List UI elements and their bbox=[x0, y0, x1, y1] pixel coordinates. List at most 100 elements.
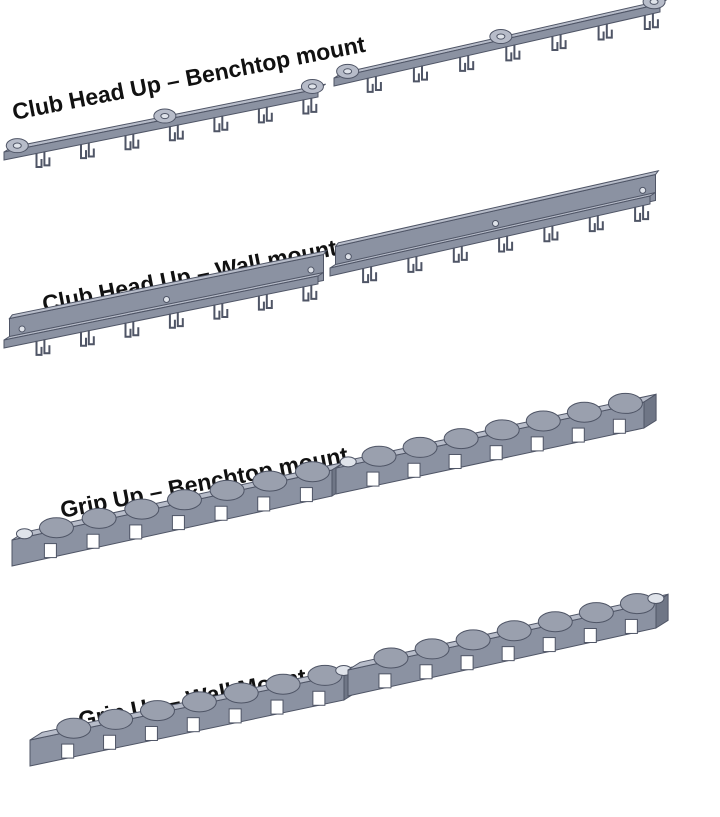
slot-opening bbox=[257, 496, 271, 512]
slot-opening bbox=[501, 646, 515, 662]
screw-hole bbox=[344, 253, 352, 261]
slot-opening bbox=[542, 637, 556, 653]
slot-opening bbox=[144, 725, 158, 741]
hook bbox=[132, 133, 140, 149]
hook bbox=[168, 126, 176, 142]
grip-slot bbox=[98, 708, 134, 730]
hook bbox=[302, 286, 310, 302]
rack-segment-right bbox=[335, 392, 657, 495]
slot-opening bbox=[299, 487, 313, 503]
rack-segment-left bbox=[3, 78, 326, 168]
section-grip-up-benchtop: Grip Up – Benchtop mount bbox=[11, 392, 657, 567]
mount-hole bbox=[496, 33, 506, 40]
hook bbox=[412, 67, 420, 83]
hook bbox=[221, 303, 229, 318]
screw-hole bbox=[307, 266, 315, 274]
hook bbox=[310, 97, 318, 113]
rack-segment-left bbox=[29, 664, 357, 767]
hook bbox=[506, 235, 514, 251]
grip-slot bbox=[578, 602, 614, 624]
grip-slot bbox=[525, 410, 561, 432]
hook bbox=[35, 340, 43, 356]
hook bbox=[643, 15, 651, 30]
hook bbox=[80, 331, 87, 347]
grip-slot bbox=[484, 419, 520, 441]
screw-hole bbox=[163, 296, 170, 303]
grip-slot bbox=[361, 445, 397, 467]
slot-opening bbox=[612, 418, 626, 434]
screw-hole bbox=[18, 325, 26, 333]
grip-slot bbox=[209, 479, 245, 501]
hook bbox=[505, 46, 513, 62]
rack-segment-left bbox=[3, 250, 328, 356]
mount-hole bbox=[343, 68, 353, 75]
hook bbox=[124, 135, 132, 151]
grip-slot bbox=[124, 498, 160, 520]
hook bbox=[374, 76, 382, 91]
slot-opening bbox=[43, 543, 57, 559]
hook bbox=[559, 34, 567, 50]
bar-front-face bbox=[333, 3, 661, 87]
slot-opening bbox=[86, 533, 100, 549]
hook bbox=[213, 304, 221, 320]
hook bbox=[80, 144, 87, 160]
hook bbox=[366, 77, 374, 93]
hook bbox=[605, 23, 613, 39]
hook bbox=[415, 256, 423, 272]
hook bbox=[421, 65, 428, 81]
hook bbox=[257, 108, 265, 124]
section-grip-up-wall: Grip Up – Wall Mount bbox=[29, 593, 669, 767]
hook bbox=[87, 330, 95, 346]
hook bbox=[651, 13, 659, 29]
mount-hole bbox=[12, 142, 22, 149]
screw-hole bbox=[492, 220, 499, 227]
hook bbox=[265, 106, 273, 122]
slot-opening bbox=[61, 743, 75, 759]
hook bbox=[43, 151, 51, 167]
grip-slot bbox=[265, 673, 301, 695]
mount-hole bbox=[649, 0, 659, 5]
hook bbox=[642, 205, 650, 221]
slot-opening bbox=[129, 524, 143, 540]
hook bbox=[551, 36, 559, 51]
grip-slot bbox=[223, 682, 259, 704]
grip-slot bbox=[139, 700, 175, 722]
grip-slot bbox=[496, 620, 532, 642]
bar-front-face bbox=[3, 275, 319, 349]
grip-slot bbox=[56, 717, 92, 739]
screw-hole bbox=[639, 186, 647, 194]
hook bbox=[513, 44, 521, 60]
hook bbox=[124, 322, 132, 338]
hook bbox=[221, 115, 229, 131]
slot-opening bbox=[571, 427, 585, 443]
section-label: Club Head Up – Benchtop mount bbox=[10, 31, 368, 125]
grip-slot bbox=[373, 647, 409, 669]
back-plate-top bbox=[8, 250, 328, 320]
hook bbox=[551, 225, 559, 241]
mount-hole bbox=[647, 593, 665, 605]
hook bbox=[310, 284, 318, 300]
hook bbox=[265, 294, 273, 309]
hook bbox=[543, 227, 551, 243]
rack-segment-right bbox=[347, 593, 669, 697]
hook bbox=[467, 55, 475, 71]
hook bbox=[213, 117, 221, 133]
hook bbox=[168, 313, 176, 329]
slot-opening bbox=[270, 699, 284, 715]
slot-opening bbox=[448, 453, 462, 469]
cradle-end-face bbox=[643, 393, 657, 429]
hook bbox=[452, 247, 460, 263]
slot-opening bbox=[186, 717, 200, 733]
hook bbox=[460, 245, 468, 261]
hook bbox=[176, 124, 184, 140]
hook bbox=[459, 56, 467, 72]
slot-opening bbox=[378, 673, 392, 689]
slot-opening bbox=[419, 664, 433, 680]
section-club-head-wall: Club Head Up – Wall mount bbox=[3, 170, 660, 356]
mount-hole bbox=[160, 112, 170, 120]
grip-slot bbox=[81, 507, 117, 529]
section-club-head-benchtop: Club Head Up – Benchtop mount bbox=[3, 0, 668, 168]
hook bbox=[132, 321, 140, 337]
grip-slot bbox=[38, 517, 74, 539]
